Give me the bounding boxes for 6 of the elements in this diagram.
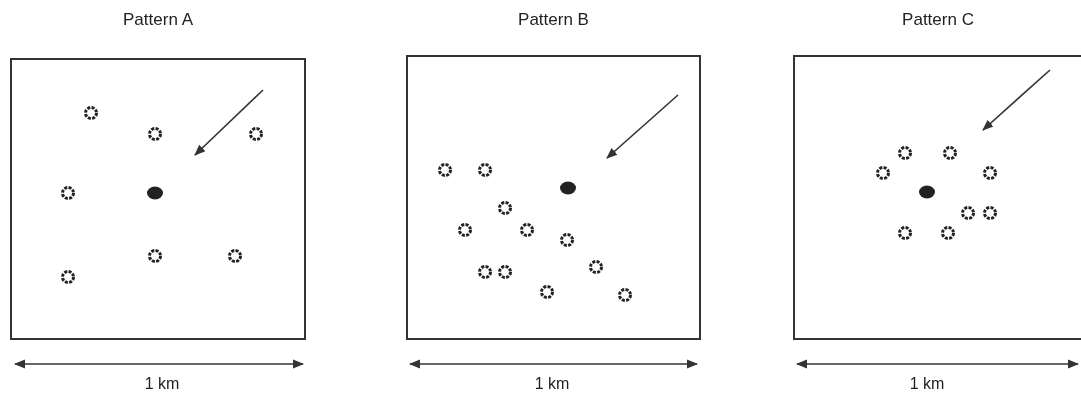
panel-title: Pattern A (122, 10, 194, 30)
dimension-label: 1 km (909, 375, 945, 393)
panel-title: Pattern B (517, 10, 590, 30)
dimension-label: 1 km (144, 375, 180, 393)
panel-title: Pattern C (901, 10, 975, 30)
dimension-label: 1 km (534, 375, 570, 393)
